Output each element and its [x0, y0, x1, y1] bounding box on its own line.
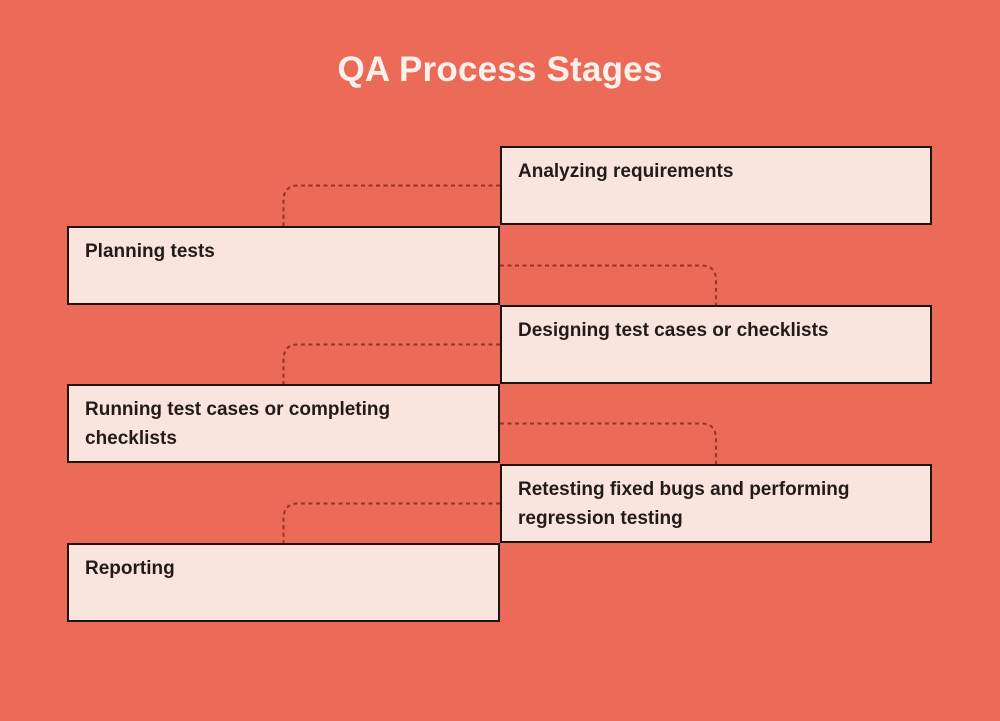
process-stage-box-4: Running test cases or completing checkli… [67, 384, 500, 463]
diagram-title: QA Process Stages [337, 50, 663, 89]
process-stage-box-6: Reporting [67, 543, 500, 622]
process-stage-box-1: Analyzing requirements [500, 146, 932, 225]
process-stage-label: Running test cases or completing checkli… [85, 399, 391, 449]
process-stage-label: Designing test cases or checklists [518, 320, 829, 341]
connector-3-4 [282, 343, 500, 384]
process-stage-label: Analyzing requirements [518, 161, 734, 182]
connector-5-6 [282, 502, 500, 543]
connector-2-3 [500, 264, 717, 305]
connector-4-5 [500, 422, 717, 464]
process-stage-label: Planning tests [85, 241, 215, 262]
connector-1-2 [282, 184, 500, 226]
process-stage-label: Reporting [85, 558, 175, 579]
process-stage-box-3: Designing test cases or checklists [500, 305, 932, 384]
process-stage-box-5: Retesting fixed bugs and performing regr… [500, 464, 932, 543]
process-stage-box-2: Planning tests [67, 226, 500, 305]
process-stage-label: Retesting fixed bugs and performing regr… [518, 479, 850, 529]
